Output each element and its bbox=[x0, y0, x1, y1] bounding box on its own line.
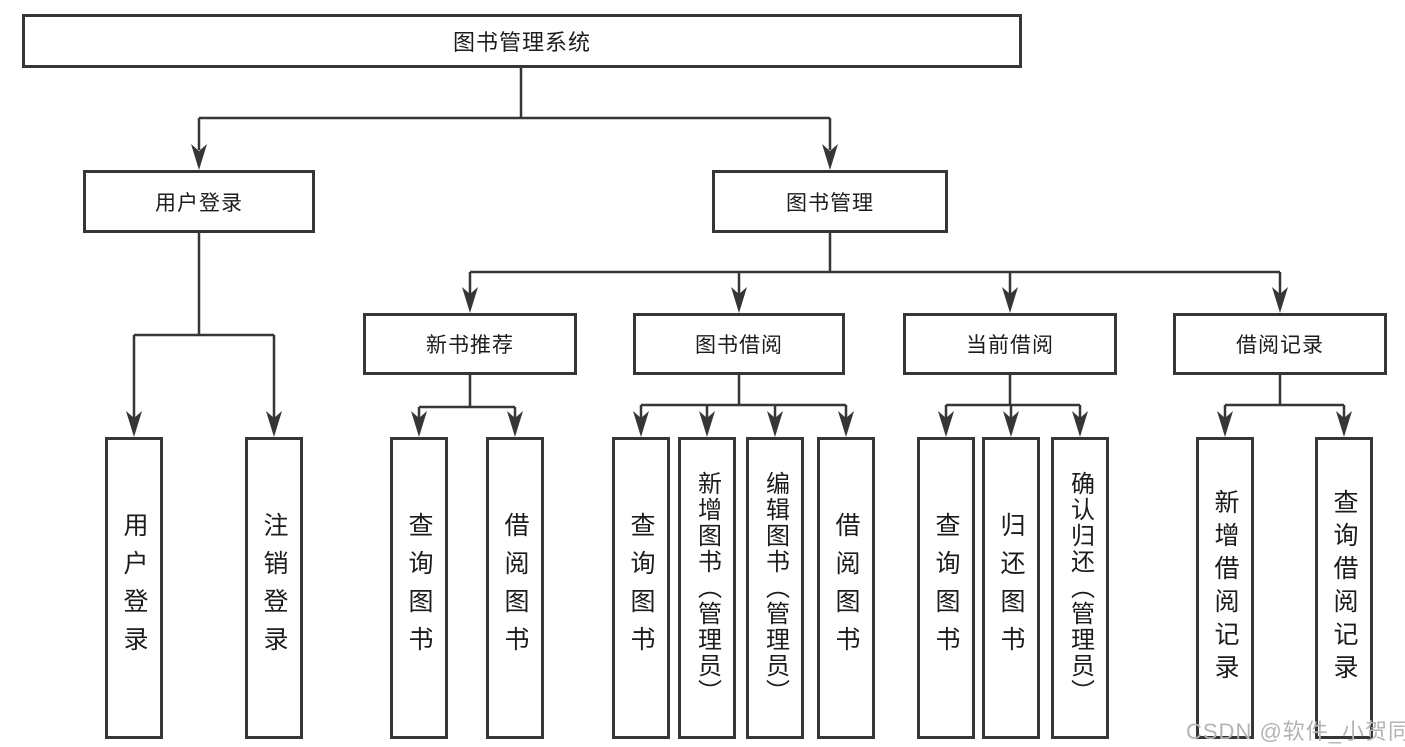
leaf-query-borrow-record: 查询借阅记录 bbox=[1315, 437, 1373, 739]
leaf-query-book-borrow: 查询图书 bbox=[612, 437, 670, 739]
leaf-return-book: 归还图书 bbox=[982, 437, 1040, 739]
leaf-borrow-book-recommend: 借阅图书 bbox=[486, 437, 544, 739]
leaf-query-book-recommend: 查询图书 bbox=[390, 437, 448, 739]
node-user-login: 用户登录 bbox=[83, 170, 315, 233]
leaf-confirm-return-admin: 确认归还（管理员） bbox=[1051, 437, 1109, 739]
leaf-edit-book-admin: 编辑图书（管理员） bbox=[746, 437, 804, 739]
node-root: 图书管理系统 bbox=[22, 14, 1022, 68]
node-book-management: 图书管理 bbox=[712, 170, 948, 233]
node-current-borrow: 当前借阅 bbox=[903, 313, 1117, 375]
leaf-logout: 注销登录 bbox=[245, 437, 303, 739]
watermark: CSDN @软件_小贺同学 bbox=[1186, 719, 1405, 744]
arrowheads bbox=[126, 144, 1352, 437]
leaf-add-book-admin: 新增图书（管理员） bbox=[678, 437, 736, 739]
node-new-book-recommend: 新书推荐 bbox=[363, 313, 577, 375]
leaf-user-login: 用户登录 bbox=[105, 437, 163, 739]
node-borrow-records: 借阅记录 bbox=[1173, 313, 1387, 375]
leaf-query-book-current: 查询图书 bbox=[917, 437, 975, 739]
leaf-borrow-book: 借阅图书 bbox=[817, 437, 875, 739]
node-book-borrow: 图书借阅 bbox=[633, 313, 845, 375]
leaf-add-borrow-record: 新增借阅记录 bbox=[1196, 437, 1254, 739]
